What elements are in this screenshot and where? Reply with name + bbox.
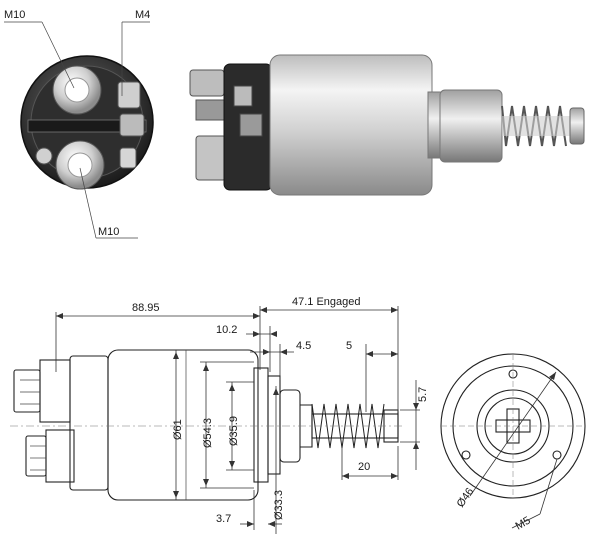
dimension-lines: 88.95 47.1 Engaged 10.2 4.5 5 5.7 Ø61 <box>55 296 429 534</box>
label-m10-top: M10 <box>4 9 25 21</box>
dim-bore-diameter: Ø35.9 <box>228 416 240 446</box>
label-m4: M4 <box>135 9 150 21</box>
dim-stroke: 47.1 Engaged <box>292 296 361 308</box>
dim-flange-diameter: Ø54.3 <box>202 418 214 448</box>
dim-hub-diameter: Ø33.3 <box>273 490 285 520</box>
label-m10-bottom: M10 <box>98 226 119 238</box>
drawing-side-view <box>10 349 404 501</box>
dim-spring-length: 20 <box>358 461 370 473</box>
dim-flange-thickness: 3.7 <box>216 513 231 525</box>
dim-bolt-circle: Ø46 <box>455 486 477 510</box>
dim-tip-length: 5 <box>346 340 352 352</box>
dim-body-diameter: Ø61 <box>172 419 184 440</box>
photo-end-view <box>20 55 154 190</box>
photo-callouts: M10 M4 M10 <box>4 9 150 239</box>
drawing-end-view: Ø46 M5 <box>440 353 586 533</box>
dim-gap: 4.5 <box>296 340 311 352</box>
dim-overall-length: 88.95 <box>132 302 160 314</box>
photo-side-view <box>189 54 585 196</box>
dim-flange-offset: 10.2 <box>216 324 237 336</box>
dim-tip-height: 5.7 <box>417 387 429 402</box>
label-thread: M5 <box>514 515 533 533</box>
